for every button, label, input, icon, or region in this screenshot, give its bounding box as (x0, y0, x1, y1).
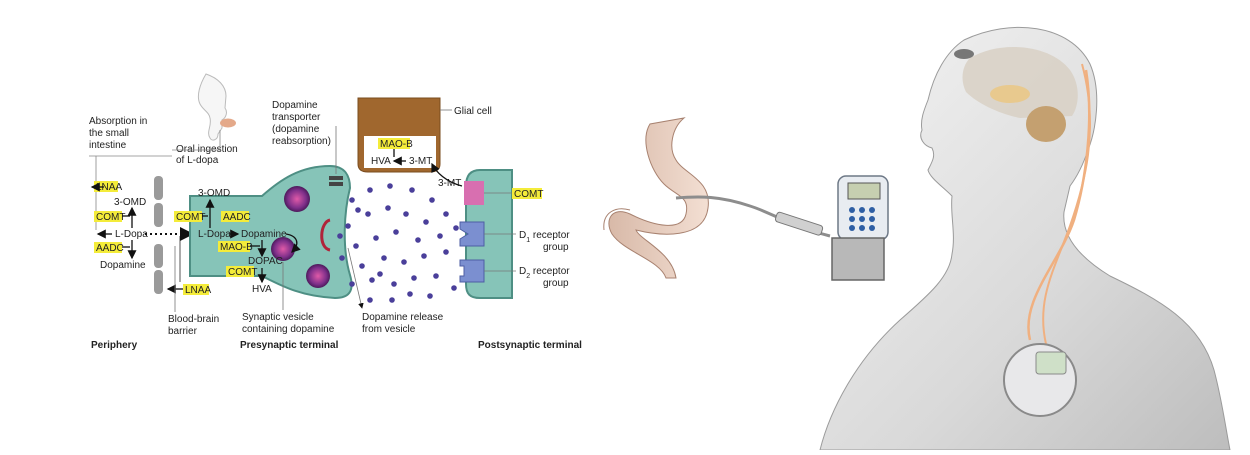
dopamine-molecule (349, 197, 355, 203)
hva-pre-label: HVA (252, 284, 272, 295)
dopamine-molecule (391, 281, 397, 287)
dopamine-transporter-icon (329, 176, 343, 186)
comt-pre2-label: COMT (228, 267, 257, 278)
lnaa-left-label: LNAA (96, 182, 122, 193)
postsynaptic-terminal-label: Postsynaptic terminal (478, 340, 582, 351)
comt-post-label: COMT (514, 189, 543, 200)
dopamine-transporter-label: Dopamine transporter (dopamine reabsorpt… (272, 100, 331, 147)
comt-pre-label: COMT (176, 212, 205, 223)
dopamine-molecule (369, 277, 375, 283)
dopamine-molecule (385, 205, 391, 211)
dopamine-molecule (407, 291, 413, 297)
dopamine-molecule (415, 237, 421, 243)
dopamine-molecule (367, 187, 373, 193)
dopamine-molecules (337, 183, 459, 303)
vesicle-fusion (320, 218, 331, 252)
lnaa-bottom-label: LNAA (185, 285, 211, 296)
comt-left-label: COMT (96, 212, 125, 223)
ldopa-left-label: L-Dopa (115, 229, 148, 240)
synaptic-vesicles (271, 186, 330, 288)
absorption-label: Absorption in the small intestine (89, 116, 150, 151)
comt-receptor (464, 181, 484, 205)
ingestion-connector (172, 130, 221, 151)
d1-receptor-icon (459, 221, 485, 247)
d1-receptor-label: D1 receptor group (519, 230, 572, 253)
dopamine-molecule (373, 235, 379, 241)
dopamine-molecule (421, 253, 427, 259)
dopac-label: DOPAC (248, 256, 283, 267)
dopamine-molecule (365, 211, 371, 217)
dopamine-molecule (403, 211, 409, 217)
oral-ingestion-label: Oral ingestion of L-dopa (176, 144, 240, 166)
presynaptic-terminal-label: Presynaptic terminal (240, 340, 339, 351)
periphery-label: Periphery (91, 340, 138, 351)
glial-cell-label: Glial cell (454, 106, 492, 117)
dopamine-molecule (433, 273, 439, 279)
dopamine-molecule (401, 259, 407, 265)
blood-brain-barrier (154, 176, 163, 294)
dopamine-molecule (411, 275, 417, 281)
face-icon (197, 73, 236, 141)
dopamine-molecule (377, 271, 383, 277)
dopamine-molecule (359, 263, 365, 269)
dopamine-molecule (387, 183, 393, 189)
dopamine-pre-label: Dopamine (241, 229, 287, 240)
dopamine-molecule (409, 187, 415, 193)
three-omd-pre-label: 3-OMD (198, 188, 230, 199)
dopamine-molecule (443, 211, 449, 217)
dopamine-molecule (453, 225, 459, 231)
three-mt-post-label: 3-MT (438, 178, 461, 189)
maob-pre-label: MAO-B (220, 242, 253, 253)
dopamine-molecule (345, 223, 351, 229)
dopamine-molecule (381, 255, 387, 261)
dopamine-left-label: Dopamine (100, 260, 146, 271)
d2-receptor-icon (459, 259, 485, 283)
dopamine-release-label: Dopamine release from vesicle (362, 312, 446, 335)
dopamine-molecule (339, 255, 345, 261)
aadc-pre-label: AADC (223, 212, 251, 223)
blood-brain-barrier-label: Blood-brain barrier (168, 314, 222, 337)
ldopa-pre-label: L-Dopa (198, 229, 231, 240)
three-mt-glial-label: 3-MT (409, 156, 432, 167)
dopamine-molecule (437, 233, 443, 239)
maob-glial-label: MAO-B (380, 139, 413, 150)
dopamine-molecule (443, 249, 449, 255)
stimulator-device-icon (1003, 63, 1091, 417)
dopamine-molecule (353, 243, 359, 249)
dopamine-molecule (349, 281, 355, 287)
tube-connector (774, 211, 824, 236)
dopamine-molecule (393, 229, 399, 235)
dopamine-molecule (451, 285, 457, 291)
hva-glial-label: HVA (371, 156, 391, 167)
synaptic-vesicle-label: Synaptic vesicle containing dopamine (242, 312, 335, 335)
infusion-pump-icon (831, 175, 889, 281)
dopamine-molecule (389, 297, 395, 303)
dopamine-molecule (429, 197, 435, 203)
presynaptic-terminal-shape (189, 164, 353, 300)
d2-receptor-label: D2 receptor group (519, 266, 572, 289)
three-omd-left-label: 3-OMD (114, 197, 146, 208)
brain-icon (954, 46, 1078, 142)
dopamine-molecule (427, 293, 433, 299)
dopamine-molecule (355, 207, 361, 213)
dopamine-molecule (367, 297, 373, 303)
dopamine-molecule (337, 233, 343, 239)
aadc-left-label: AADC (96, 243, 124, 254)
periphery-chain: LNAA 3-OMD COMT L-Dopa AADC Dopamine (90, 181, 148, 271)
dopamine-molecule (423, 219, 429, 225)
